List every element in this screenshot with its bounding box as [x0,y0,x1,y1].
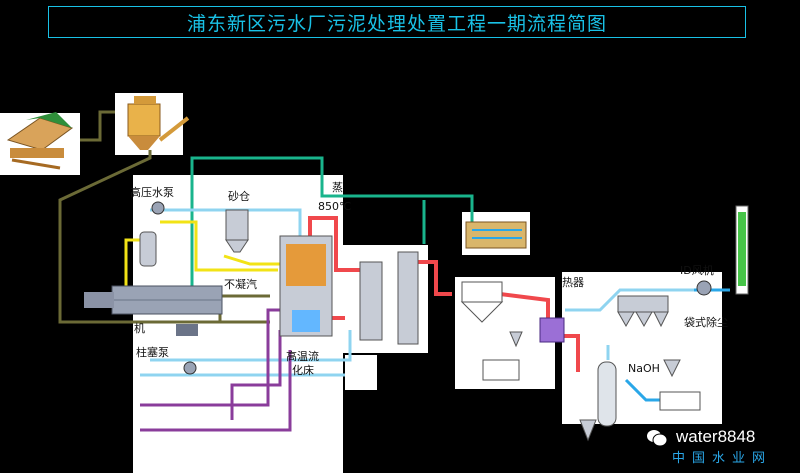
steam-heater-icon [465,221,527,249]
high-pressure-pump-icon [151,201,165,215]
label-bag-filter: 袋式除尘 [684,315,728,329]
scrubber-tower-icon [579,361,617,442]
label-id-fan: ID风机 [680,263,714,277]
bag-filter-icon [617,295,701,411]
feed-lines [124,220,280,288]
steam-drum-icon [139,231,157,267]
watermark-subtitle: 中国水业网 [672,450,773,465]
condenser-column-icon [359,251,419,345]
label-dryer: 机 [134,321,145,335]
label-temperature: 850℃ [318,200,351,213]
label-steam: 蒸 [332,181,343,194]
label-noncondensable: 不凝汽 [224,277,257,291]
id-fan-icon [696,280,712,296]
sludge-receiver-icon [6,112,74,170]
cyclone-filter-icon [460,281,523,381]
label-heater: 热器 [562,276,584,289]
gas-heater-icon [539,317,565,343]
label-naoh: NaOH [628,362,660,375]
label-fluid-bed: 高温流 化床 [286,349,323,377]
chimney-stack-icon [735,205,749,295]
fluidized-bed-incinerator-icon [279,235,333,337]
sand-silo-icon [225,209,249,253]
label-hp-pump: 高压水泵 [130,185,174,199]
diagram-title: 浦东新区污水厂污泥处理处置工程一期流程简图 [48,6,746,38]
sludge-silo-icon [127,96,190,150]
disc-dryer-icon [84,285,223,315]
plunger-pump-icon [176,324,198,336]
watermark-brand: water8848 [676,427,756,446]
steam-lines [190,156,474,300]
wechat-icon [647,430,668,447]
condensate-pump-icon [183,361,197,375]
flue-gas-lines [308,216,580,372]
label-plunger-pump: 柱塞泵 [136,345,169,359]
label-sand-silo: 砂仓 [228,189,250,203]
